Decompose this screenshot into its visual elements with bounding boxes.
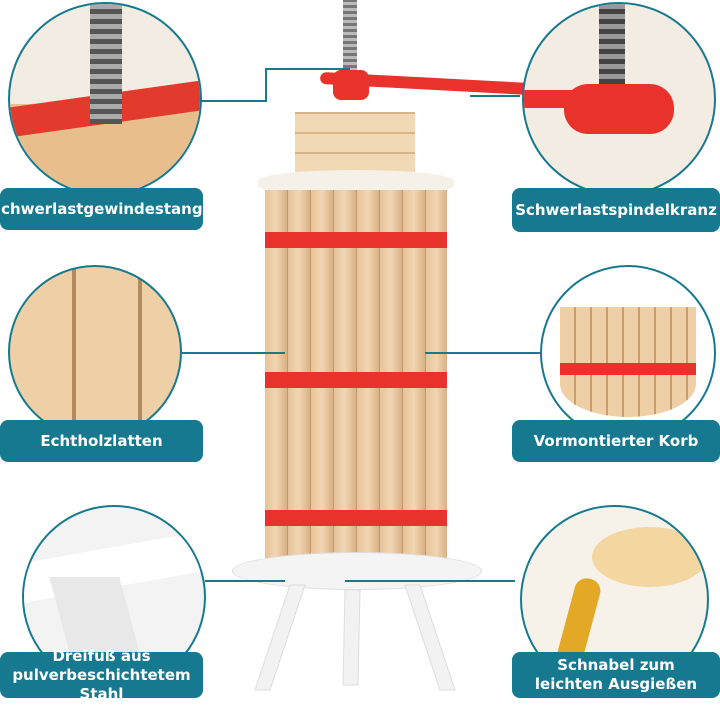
label-tripod-line2: pulverbeschichtetem Stahl: [12, 665, 191, 703]
label-threaded-rod: Schwerlastgewindestange: [0, 188, 213, 230]
label-spout-line1: Schnabel zum: [557, 656, 675, 674]
detail-threaded-rod: [8, 2, 202, 196]
basket-band-bottom: [265, 510, 447, 526]
label-tripod: Dreifuß aus pulverbeschichtetem Stahl: [0, 647, 203, 703]
connector-line: [265, 68, 267, 102]
connector-line: [265, 68, 350, 70]
detail-basket: [540, 265, 716, 441]
label-wood-slats: Echtholzlatten: [0, 420, 203, 462]
label-spout: Schnabel zum leichten Ausgießen: [512, 652, 720, 698]
basket-band-top: [265, 232, 447, 248]
basket-band-middle: [265, 372, 447, 388]
spindle-hub: [333, 70, 369, 100]
connector-line: [425, 352, 540, 354]
threaded-rod: [343, 0, 357, 80]
label-basket: Vormontierter Korb: [512, 420, 720, 462]
label-spindle-crown: Schwerlastspindelkranz: [512, 188, 720, 232]
pressing-blocks: [295, 112, 415, 172]
label-spout-line2: leichten Ausgießen: [534, 675, 698, 693]
connector-line: [470, 95, 520, 97]
connector-line: [180, 352, 285, 354]
label-tripod-line1: Dreifuß aus: [52, 646, 151, 665]
detail-wood-slats: [8, 265, 182, 439]
connector-line: [345, 580, 515, 582]
connector-line: [200, 100, 265, 102]
detail-spindle-crown: [522, 2, 716, 196]
connector-line: [205, 580, 285, 582]
collection-tray: [232, 552, 482, 590]
